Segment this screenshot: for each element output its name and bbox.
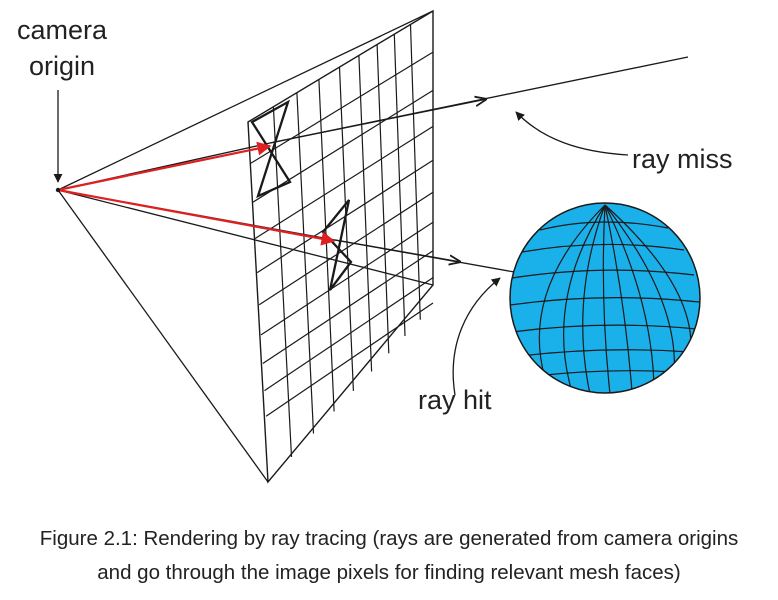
ray-hit-pointer [452,277,501,396]
lower-pixel-x [321,199,353,291]
upper-pixel-x [250,99,292,199]
pixel-marks [250,99,353,291]
ray-miss-label: ray miss [632,144,733,174]
caption-line-1: Figure 2.1: Rendering by ray tracing (ra… [39,527,739,550]
image-plane-grid [247,9,434,484]
ray-miss-pointer [515,111,629,156]
figure-caption: Figure 2.1: Rendering by ray tracing (ra… [0,522,778,590]
red-ray-upper [57,141,272,192]
ray-hit-arrow [334,239,461,262]
primary-rays [57,141,336,246]
caption-line-2: and go through the image pixels for find… [97,561,681,584]
ray-hit-label: ray hit [418,385,492,415]
ray-miss-arrow [269,99,487,144]
camera-label-line2: origin [29,51,95,81]
camera-frustum [57,10,434,483]
sphere [509,202,701,394]
red-ray-lower [57,188,336,246]
camera-label-line1: camera [17,15,108,45]
annotation-arrows [53,90,629,396]
camera-origin-point [55,187,61,193]
